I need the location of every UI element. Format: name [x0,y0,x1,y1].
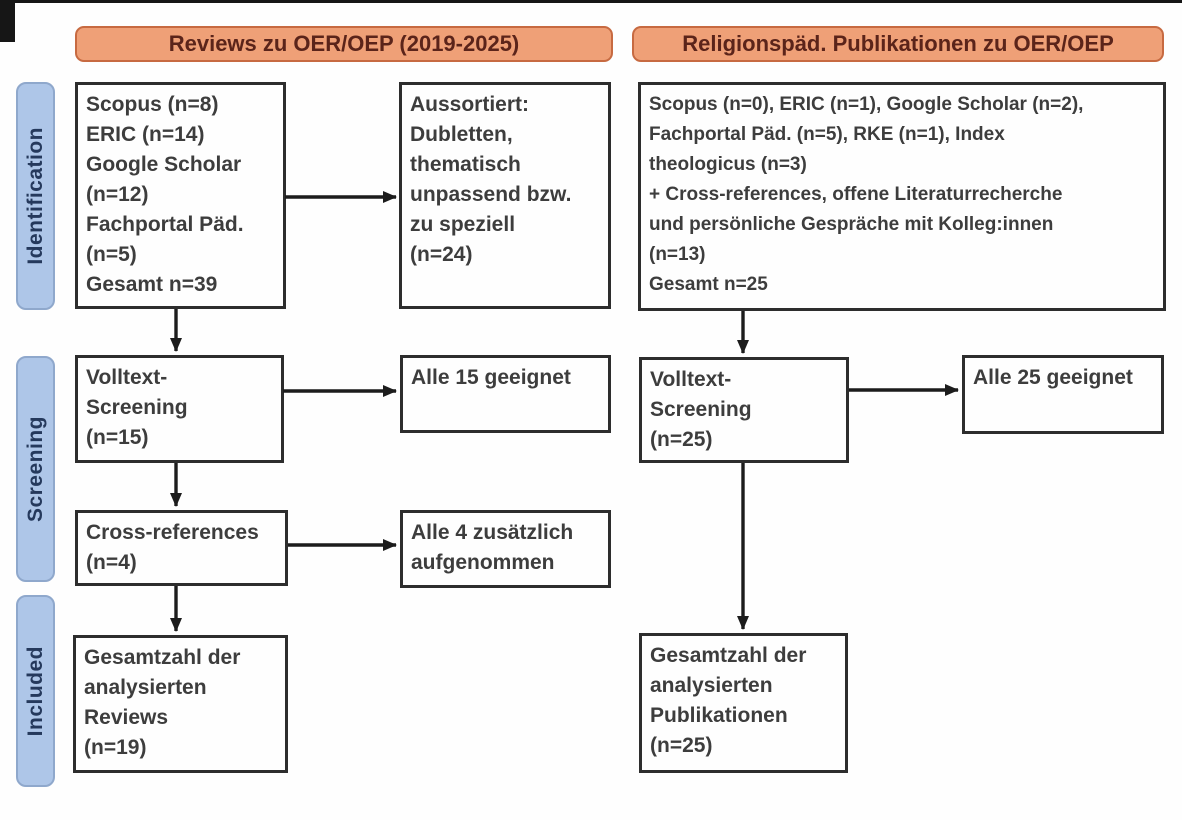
box-left-fulltext-screening: Volltext- Screening (n=15) [75,355,284,463]
column-header-reviews: Reviews zu OER/OEP (2019-2025) [75,26,613,62]
stage-label-screening-text: Screening [23,415,47,523]
box-right-included-total: Gesamtzahl der analysierten Publikatione… [639,633,848,773]
scan-artifact-corner-block [0,0,15,42]
box-left-included-total: Gesamtzahl der analysierten Reviews (n=1… [73,635,288,773]
box-left-identification-sources: Scopus (n=8) ERIC (n=14) Google Scholar … [75,82,286,309]
box-right-fulltext-result: Alle 25 geeignet [962,355,1164,434]
column-header-religionspaed: Religionspäd. Publikationen zu OER/OEP [632,26,1164,62]
box-right-fulltext-screening: Volltext- Screening (n=25) [639,357,849,463]
stage-label-identification: Identification [16,82,55,310]
box-left-crossreferences: Cross-references (n=4) [75,510,288,586]
box-left-fulltext-result: Alle 15 geeignet [400,355,611,433]
box-right-identification-sources: Scopus (n=0), ERIC (n=1), Google Scholar… [638,82,1166,311]
box-left-crossreferences-result: Alle 4 zusätzlich aufgenommen [400,510,611,588]
stage-label-screening: Screening [16,356,55,582]
stage-label-included: Included [16,595,55,787]
stage-label-identification-text: Identification [23,127,47,265]
scan-artifact-top-line [0,0,1182,3]
box-left-excluded: Aussortiert: Dubletten, thematisch unpas… [399,82,611,309]
stage-label-included-text: Included [23,645,47,737]
